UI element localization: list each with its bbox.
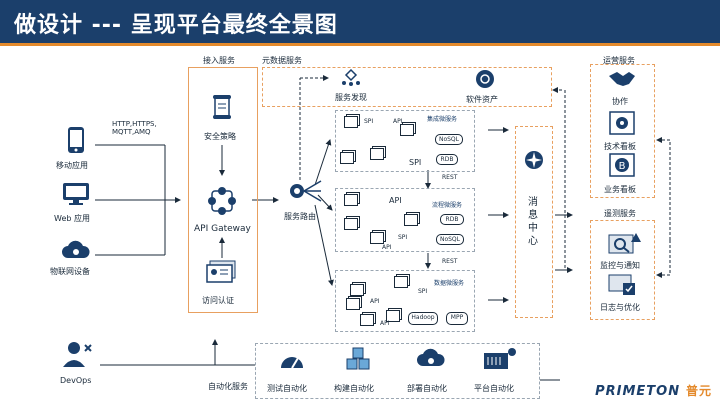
integration-spi2-label: SPI	[409, 158, 422, 167]
message-center-label: 消 息 中 心	[528, 197, 538, 247]
data-hadoop-db: Hadoop	[408, 312, 438, 325]
telemetry-title: 遥测服务	[604, 209, 636, 218]
router-icon	[285, 176, 325, 206]
integration-title: 集成微服务	[427, 116, 458, 123]
build-auto-label: 构建自动化	[334, 384, 374, 393]
build-blocks-icon	[344, 346, 374, 372]
tech-board-label: 技术看板	[604, 142, 636, 151]
data-spi-label: SPI	[418, 288, 428, 295]
collab-label: 协作	[612, 97, 628, 106]
biz-board-label: 业务看板	[604, 185, 636, 194]
data-service-cube	[386, 310, 400, 322]
brand-cn: 普元	[685, 384, 712, 398]
data-service-cube	[394, 276, 408, 288]
scroll-document-icon	[208, 92, 236, 122]
integration-spi-label: SPI	[364, 118, 374, 125]
software-assets-label: 软件资产	[466, 95, 498, 104]
monitor-notify-label: 监控与通知	[600, 261, 640, 270]
process-api2-label: API	[382, 244, 392, 251]
data-api2-label: API	[380, 320, 390, 327]
business-dashboard-icon: B	[607, 152, 637, 178]
metadata-services-panel	[262, 67, 552, 107]
deploy-cloud-icon	[415, 346, 447, 372]
integration-rdb-db: RDB	[436, 154, 458, 165]
devops-label: DevOps	[60, 376, 92, 385]
tech-dashboard-icon	[607, 110, 637, 136]
iot-device-label: 物联网设备	[50, 267, 90, 276]
desktop-monitor-icon	[60, 180, 92, 208]
handshake-icon	[607, 68, 637, 90]
platform-auto-label: 平台自动化	[474, 384, 514, 393]
svg-text:B: B	[619, 161, 626, 172]
server-rack-icon	[482, 346, 518, 372]
monitor-alert-icon	[607, 230, 643, 256]
gateway-gears-icon	[203, 184, 241, 218]
rest-label-1: REST	[442, 174, 458, 181]
test-auto-label: 测试自动化	[267, 384, 307, 393]
page-title: 做设计 --- 呈现平台最终全景图	[14, 13, 338, 38]
header-accent-line	[0, 43, 720, 46]
security-policy-label: 安全策略	[204, 132, 236, 141]
process-rdb-db: RDB	[440, 214, 464, 225]
operations-panel	[590, 64, 655, 198]
process-nosql-db: NoSQL	[436, 234, 464, 245]
log-screen-icon	[607, 273, 637, 297]
integration-api-label: API	[393, 118, 403, 125]
process-api-label: API	[389, 196, 402, 205]
process-service-cube	[344, 194, 358, 206]
speedometer-icon	[278, 346, 306, 372]
process-title: 流程微服务	[432, 202, 463, 209]
mobile-app-label: 移动应用	[56, 161, 88, 170]
metadata-services-title: 元数据服务	[262, 56, 302, 65]
service-discovery-icon	[340, 68, 362, 88]
process-service-cube	[344, 218, 358, 230]
data-microservice-panel	[335, 270, 475, 332]
automation-title: 自动化服务	[208, 382, 248, 391]
rest-label-2: REST	[442, 258, 458, 265]
software-assets-icon	[474, 68, 496, 90]
integration-service-cube	[400, 124, 414, 136]
message-compass-icon	[522, 148, 546, 172]
id-card-icon	[204, 258, 238, 286]
process-microservice-panel	[335, 188, 475, 252]
service-discovery-label: 服务发现	[335, 93, 367, 102]
brand-logo: PRIMETON 普元	[595, 382, 712, 399]
data-service-cube	[346, 298, 360, 310]
protocols-label: HTTP,HTTPS, MQTT,AMQ	[112, 120, 157, 136]
integration-microservice-panel	[335, 110, 475, 172]
header-bar: 做设计 --- 呈现平台最终全景图	[0, 0, 720, 46]
automation-panel	[255, 343, 540, 399]
integration-service-cube	[370, 148, 384, 160]
service-routing-label: 服务路由	[284, 212, 316, 221]
web-app-label: Web 应用	[54, 214, 90, 223]
operations-title: 运营服务	[603, 56, 635, 65]
telemetry-panel	[590, 220, 655, 320]
data-mpp-db: MPP	[446, 312, 468, 325]
log-optimize-label: 日志与优化	[600, 303, 640, 312]
mobile-phone-icon	[60, 124, 92, 156]
message-center-panel	[515, 126, 553, 318]
process-spi-label: SPI	[398, 234, 408, 241]
process-service-cube	[404, 214, 418, 226]
integration-service-cube	[340, 152, 354, 164]
data-title: 数据微服务	[434, 280, 465, 287]
api-gateway-label: API Gateway	[194, 224, 251, 234]
access-auth-label: 访问认证	[202, 296, 234, 305]
data-service-cube	[360, 314, 374, 326]
process-service-cube	[370, 232, 384, 244]
integration-nosql-db: NoSQL	[435, 134, 463, 145]
data-api-label: API	[370, 298, 380, 305]
brand-name: PRIMETON	[595, 384, 681, 399]
access-services-title: 接入服务	[203, 56, 235, 65]
devops-person-icon	[62, 340, 94, 368]
access-services-panel	[188, 67, 258, 313]
iot-cloud-icon	[60, 238, 92, 262]
data-service-cube	[350, 284, 364, 296]
integration-service-cube	[344, 116, 358, 128]
deploy-auto-label: 部署自动化	[407, 384, 447, 393]
